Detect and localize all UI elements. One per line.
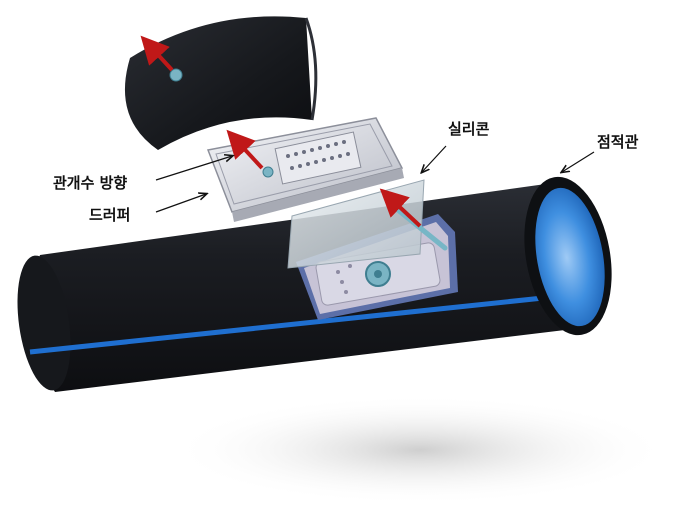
leader-flow: [155, 156, 232, 181]
dripper-unit: [206, 117, 404, 222]
label-irrigation-direction: 관개수 방향: [53, 174, 128, 192]
shell-nozzle: [169, 68, 183, 82]
flow-arrow-top: [140, 35, 174, 72]
flow-arrow-dripper: [226, 129, 264, 170]
pipe-shell-piece: [124, 16, 318, 150]
dripper-nozzle: [262, 166, 274, 178]
leader-dripper: [155, 194, 206, 213]
drip-pipe: [17, 176, 612, 392]
flow-arrow-lower: [379, 188, 422, 228]
label-drip-pipe: 점적관: [597, 133, 639, 151]
labyrinth-channel: [274, 131, 362, 185]
blue-stripe: [29, 293, 563, 355]
leader-pipe: [562, 151, 595, 172]
label-silicone: 실리콘: [448, 120, 490, 138]
leader-silicone: [422, 145, 447, 172]
ground-shadow: [170, 395, 670, 505]
label-dripper: 드러퍼: [89, 206, 131, 224]
